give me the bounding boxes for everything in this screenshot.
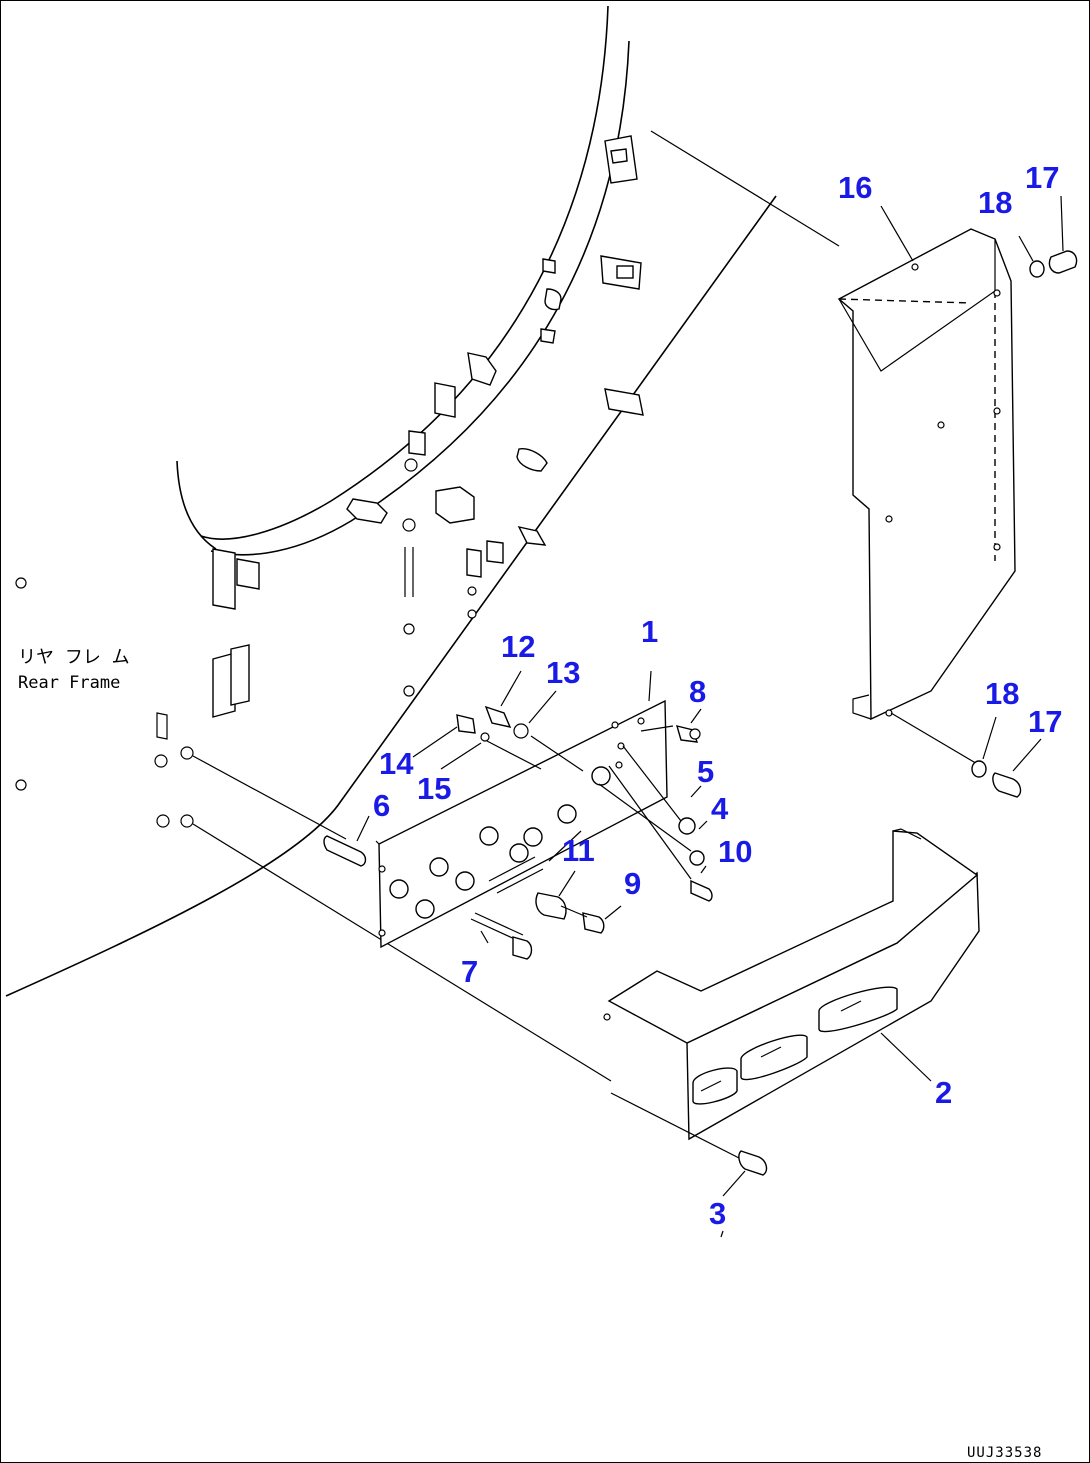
frame-label: リヤ フレ ム Rear Frame: [18, 647, 130, 693]
part-16-cover: [837, 205, 1016, 766]
part-2-step: [603, 828, 980, 1141]
frame-brackets: [15, 135, 644, 791]
callout-3: 3: [709, 1196, 726, 1231]
callout-14: 14: [379, 746, 414, 781]
part-3-bolt: [610, 1092, 768, 1238]
callout-9: 9: [624, 866, 641, 901]
drawing-code: UUJ33538: [967, 1445, 1042, 1461]
callout-18-top: 18: [978, 185, 1012, 220]
callout-10: 10: [718, 834, 752, 869]
callout-1: 1: [641, 614, 658, 649]
leader-lines: [356, 670, 708, 944]
callout-17-top: 17: [1025, 160, 1059, 195]
frame-bolts: [154, 746, 612, 1082]
callout-labels: 1 2 3 4 5 6 7 8 9 10 11 12 13 14 15 16 1…: [373, 160, 1062, 1231]
callout-16: 16: [838, 170, 872, 205]
callout-13: 13: [546, 655, 580, 690]
callout-15: 15: [417, 771, 451, 806]
frame-label-en: Rear Frame: [18, 673, 120, 693]
callout-11: 11: [562, 833, 595, 868]
hardware: [323, 705, 713, 960]
callout-17-bottom: 17: [1028, 704, 1062, 739]
callout-5: 5: [697, 754, 714, 789]
callout-7: 7: [461, 954, 478, 989]
callout-8: 8: [689, 674, 706, 709]
part-1-plate: [375, 699, 668, 949]
parts-17-18-hardware: [971, 195, 1078, 798]
callout-12: 12: [501, 629, 535, 664]
callout-2: 2: [935, 1075, 952, 1110]
callout-4: 4: [711, 791, 729, 826]
frame-label-jp: リヤ フレ ム: [18, 647, 130, 668]
callout-6: 6: [373, 788, 390, 823]
callout-18-bottom: 18: [985, 676, 1019, 711]
